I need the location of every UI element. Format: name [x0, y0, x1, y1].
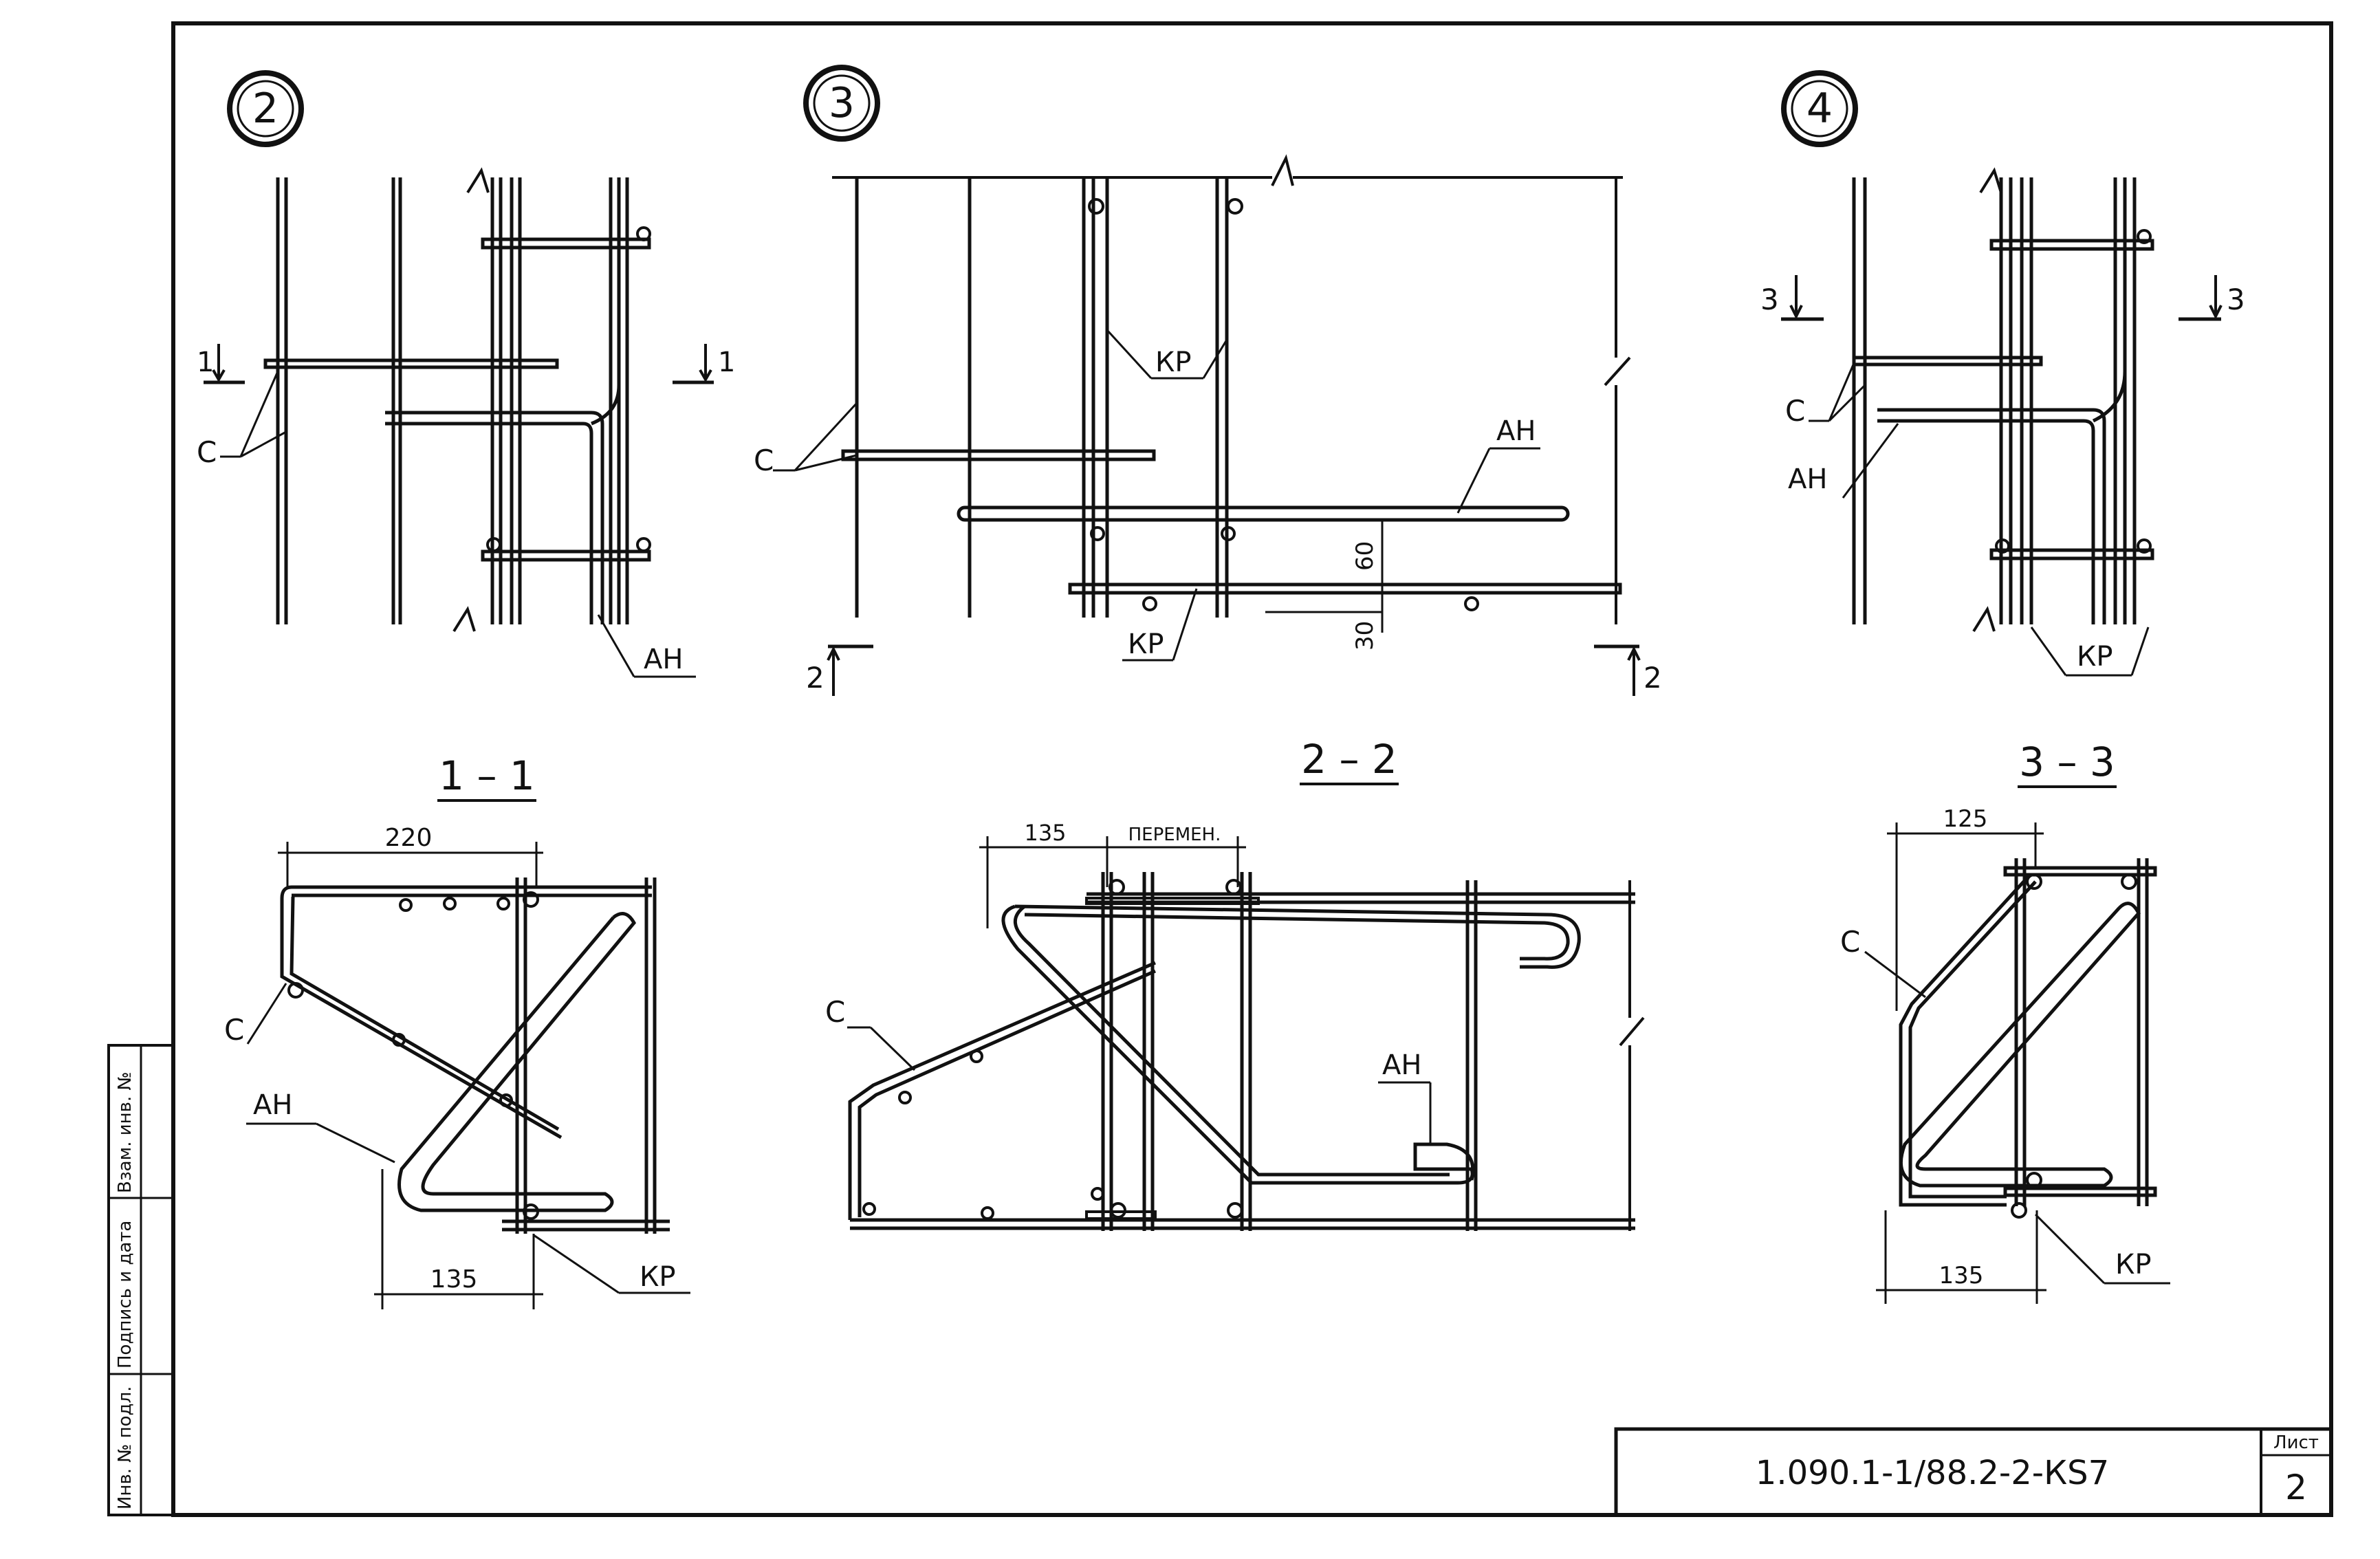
- title-block: 1.090.1-1/88.2-2-КS7 Лист 2: [1614, 1427, 2333, 1517]
- label-ah-detail2: АН: [644, 644, 683, 675]
- label-c-s33: С: [1840, 925, 1860, 959]
- label-kp-detail3-bottom: КР: [1128, 629, 1164, 660]
- cut-mark-2-right: 2: [1644, 661, 1662, 695]
- detail-2-elevation: 2 С АН: [197, 70, 735, 678]
- dim-135-s33: 135: [1939, 1262, 1984, 1289]
- cut-mark-3-left: 3: [1760, 283, 1779, 316]
- label-c-s11: С: [224, 1013, 244, 1047]
- detail-marker-2-label: 2: [252, 85, 279, 133]
- sheet-number: 2: [2285, 1468, 2307, 1507]
- section-title-1-1: 1 – 1: [439, 752, 535, 799]
- label-c-detail4: С: [1785, 394, 1805, 428]
- label-c-detail2: С: [197, 435, 217, 469]
- detail-marker-3-label: 3: [829, 79, 855, 127]
- label-kp-s11: КР: [640, 1261, 676, 1293]
- dim-60: 60: [1351, 541, 1379, 571]
- label-ah-detail3: АН: [1496, 415, 1536, 447]
- dim-135-s11: 135: [430, 1265, 478, 1294]
- detail-marker-2: [227, 70, 304, 147]
- sheet-label: Лист: [2273, 1432, 2319, 1453]
- label-c-s22: С: [825, 995, 845, 1029]
- section-3-3: 3 – 3 125 135 С КР: [1840, 739, 2170, 1304]
- label-kp-s33: КР: [2115, 1249, 2152, 1280]
- detail-3-elevation: 3 60 30 КР: [754, 65, 1662, 696]
- section-2-2: 2 – 2 13: [825, 736, 1645, 1231]
- detail-marker-4: [1781, 70, 1858, 147]
- dim-135-s22: 135: [1024, 820, 1066, 846]
- cut-mark-1-right: 1: [718, 347, 735, 378]
- detail-4-elevation: 4 С АН КР 3: [1760, 70, 2245, 677]
- label-ah-s11: АН: [253, 1089, 292, 1121]
- section-title-2-2: 2 – 2: [1301, 736, 1397, 783]
- stamp-podpis-data: Подпись и дата: [115, 1221, 135, 1369]
- section-1-1: 1 – 1 220 135 С АН КР: [224, 752, 690, 1309]
- label-kp-detail4: КР: [2077, 641, 2113, 673]
- cut-mark-3-right: 3: [2227, 283, 2245, 316]
- section-title-3-3: 3 – 3: [2019, 739, 2115, 785]
- dim-220: 220: [385, 824, 433, 852]
- dim-peremen: ПЕРЕМЕН.: [1128, 825, 1221, 845]
- stamp-vzam-inv: Взам. инв. №: [115, 1071, 135, 1193]
- cut-mark-1-left: 1: [197, 347, 214, 378]
- drawing-frame: [171, 21, 2333, 1517]
- dim-30: 30: [1351, 621, 1379, 651]
- label-ah-s22: АН: [1382, 1049, 1421, 1081]
- drawing-code: 1.090.1-1/88.2-2-КS7: [1756, 1454, 2109, 1492]
- cut-mark-2-left: 2: [806, 661, 825, 695]
- detail-marker-3: [803, 65, 880, 142]
- side-stamp: Инв. № подл. Подпись и дата Взам. инв. №: [107, 1044, 175, 1516]
- dim-125: 125: [1943, 805, 1988, 833]
- stamp-inv-podl: Инв. № подл.: [115, 1386, 135, 1509]
- detail-marker-4-label: 4: [1806, 85, 1833, 133]
- label-c-detail3: С: [754, 444, 774, 477]
- label-kp-detail3-top: КР: [1155, 347, 1192, 378]
- label-ah-detail4: АН: [1788, 464, 1827, 495]
